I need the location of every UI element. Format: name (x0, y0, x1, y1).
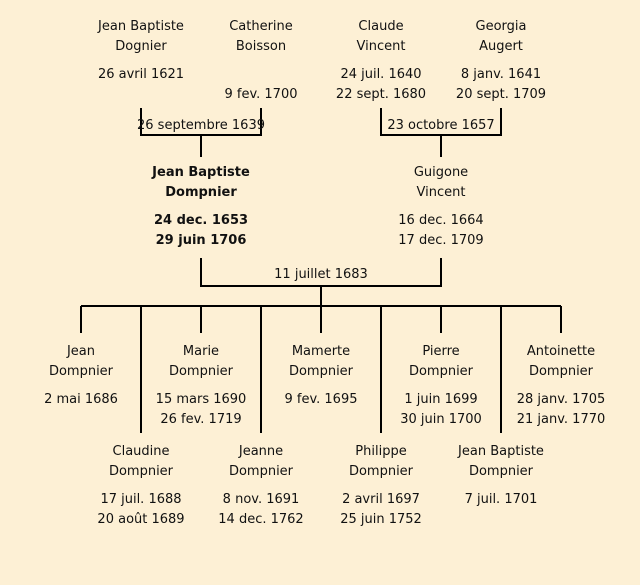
person-last-name: Boisson (235, 39, 287, 54)
person-first-name: Jeanne (238, 444, 284, 459)
person-pierre-dompnier: Pierre Dompnier 1 juin 1699 30 juin 1700 (381, 342, 501, 430)
person-birth-date: 15 mars 1690 (155, 392, 247, 407)
person-last-name: Dompnier (165, 185, 237, 200)
person-first-name: Jean Baptiste (458, 444, 544, 459)
person-first-name: Claudine (112, 444, 170, 459)
person-last-name: Dognier (115, 39, 167, 54)
person-last-name: Augert (479, 39, 523, 54)
marriage-date-2: 23 octobre 1657 (387, 118, 495, 133)
person-jeanne-dompnier: Jeanne Dompnier 8 nov. 1691 14 dec. 1762 (201, 442, 321, 530)
person-birth-date: 1 juin 1699 (404, 392, 478, 407)
person-birth-date: 2 avril 1697 (342, 492, 420, 507)
person-birth-date: 17 juil. 1688 (100, 492, 182, 507)
person-last-name: Dompnier (348, 464, 414, 479)
person-death-date: 29 juin 1706 (155, 233, 247, 248)
person-last-name: Dompnier (108, 464, 174, 479)
person-birth-date: 26 avril 1621 (97, 67, 185, 82)
person-death-date: 21 janv. 1770 (516, 412, 606, 427)
person-claude-vincent: Claude Vincent 24 juil. 1640 22 sept. 16… (321, 17, 441, 105)
person-death-date: 26 fev. 1719 (160, 412, 242, 427)
person-jean-baptiste-dompnier-child: Jean Baptiste Dompnier 7 juil. 1701 (441, 442, 561, 510)
person-death-date: 25 juin 1752 (340, 512, 422, 527)
person-philippe-dompnier: Philippe Dompnier 2 avril 1697 25 juin 1… (321, 442, 441, 530)
person-first-name: Antoinette (526, 344, 596, 359)
person-jean-baptiste-dognier: Jean Baptiste Dognier 26 avril 1621 (81, 17, 201, 85)
person-first-name: Catherine (229, 19, 293, 34)
person-first-name: Jean Baptiste (152, 165, 250, 180)
person-first-name: Pierre (422, 344, 460, 359)
person-guigone-vincent: Guigone Vincent 16 dec. 1664 17 dec. 170… (381, 163, 501, 251)
person-death-date: 14 dec. 1762 (218, 512, 304, 527)
person-jean-dompnier: Jean Dompnier 2 mai 1686 (21, 342, 141, 410)
person-last-name: Dompnier (528, 364, 594, 379)
person-birth-date: 24 dec. 1653 (153, 213, 249, 228)
person-birth-date: 28 janv. 1705 (516, 392, 606, 407)
person-death-date: 30 juin 1700 (400, 412, 482, 427)
person-first-name: Guigone (413, 165, 469, 180)
person-first-name: Mamerte (291, 344, 351, 359)
person-birth-date: 8 janv. 1641 (460, 67, 542, 82)
person-last-name: Dompnier (228, 464, 294, 479)
person-last-name: Dompnier (468, 464, 534, 479)
person-birth-date: 9 fev. 1695 (284, 392, 358, 407)
person-death-date: 20 août 1689 (97, 512, 185, 527)
person-last-name: Dompnier (48, 364, 114, 379)
person-birth-date: 24 juil. 1640 (340, 67, 422, 82)
person-last-name: Dompnier (288, 364, 354, 379)
person-death-date: 17 dec. 1709 (398, 233, 484, 248)
person-georgia-augert: Georgia Augert 8 janv. 1641 20 sept. 170… (441, 17, 561, 105)
person-antoinette-dompnier: Antoinette Dompnier 28 janv. 1705 21 jan… (501, 342, 621, 430)
person-birth-date: 7 juil. 1701 (464, 492, 538, 507)
person-first-name: Jean (66, 344, 96, 359)
person-last-name: Dompnier (408, 364, 474, 379)
person-birth-date: 2 mai 1686 (44, 392, 118, 407)
person-jean-baptiste-dompnier: Jean Baptiste Dompnier 24 dec. 1653 29 j… (141, 163, 261, 251)
person-mamerte-dompnier: Mamerte Dompnier 9 fev. 1695 (261, 342, 381, 410)
marriage-date-1: 26 septembre 1639 (137, 118, 265, 133)
person-birth-date: 8 nov. 1691 (222, 492, 300, 507)
person-last-name: Vincent (356, 39, 406, 54)
person-death-date: 22 sept. 1680 (335, 87, 427, 102)
person-last-name: Vincent (416, 185, 466, 200)
person-marie-dompnier: Marie Dompnier 15 mars 1690 26 fev. 1719 (141, 342, 261, 430)
person-first-name: Philippe (355, 444, 407, 459)
person-claudine-dompnier: Claudine Dompnier 17 juil. 1688 20 août … (81, 442, 201, 530)
person-first-name: Claude (358, 19, 404, 34)
person-catherine-boisson: Catherine Boisson 9 fev. 1700 (201, 17, 321, 105)
person-first-name: Marie (182, 344, 220, 359)
person-death-date: 9 fev. 1700 (224, 87, 298, 102)
marriage-date-3: 11 juillet 1683 (274, 267, 368, 282)
person-last-name: Dompnier (168, 364, 234, 379)
person-death-date: 20 sept. 1709 (455, 87, 547, 102)
person-birth-date: 16 dec. 1664 (398, 213, 484, 228)
person-first-name: Jean Baptiste (98, 19, 184, 34)
person-first-name: Georgia (475, 19, 527, 34)
